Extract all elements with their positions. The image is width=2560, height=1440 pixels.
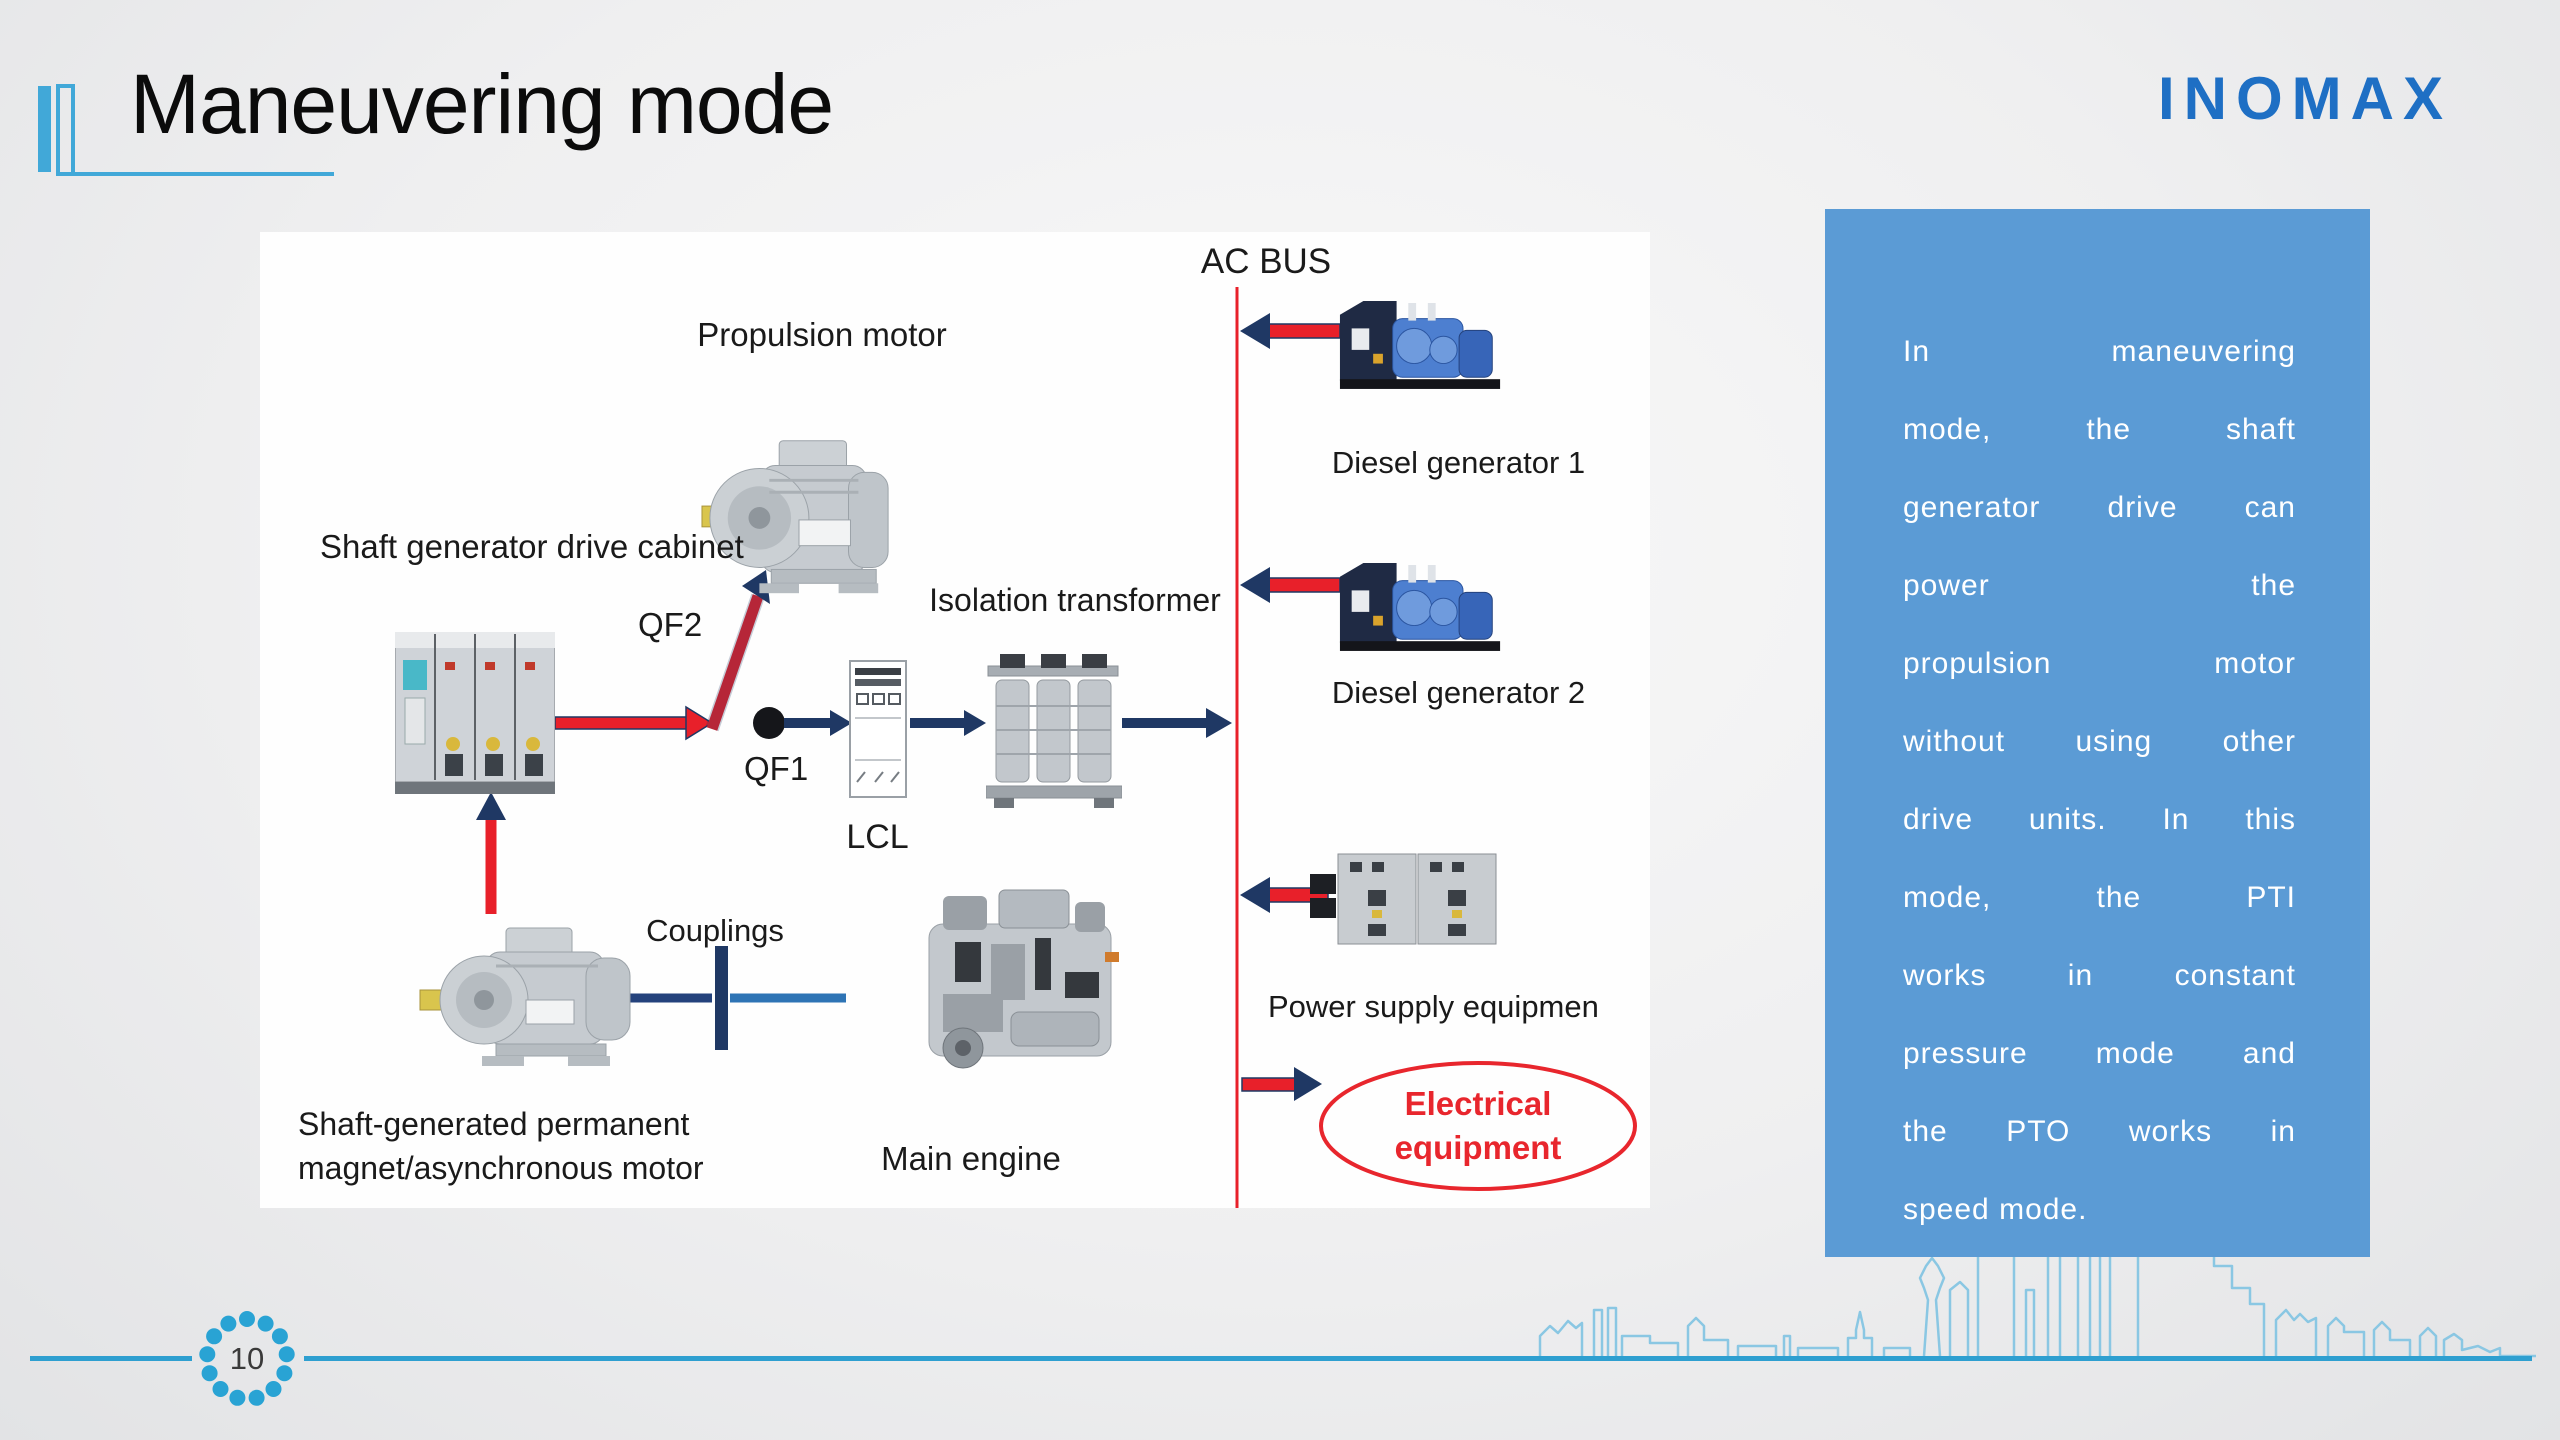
info-line: mode, the PTI [1903, 881, 2296, 914]
info-line: speed mode. [1903, 1193, 2088, 1226]
qf2-label: QF2 [638, 606, 703, 643]
info-line: without using other [1903, 725, 2296, 758]
power-supply-equipment-image [1310, 853, 1497, 945]
lcl-filter-image [849, 660, 907, 798]
system-diagram: AC BUS Propulsion motor Shaft generator … [260, 232, 1650, 1208]
brand-logo: INOMAX [2158, 65, 2452, 132]
propulsion-motor-label: Propulsion motor [697, 316, 947, 353]
main-engine-label: Main engine [881, 1140, 1061, 1177]
lcl-label: LCL [846, 818, 909, 856]
diesel-generator-1-image [1339, 301, 1501, 389]
ac-bus-label: AC BUS [1200, 242, 1332, 281]
info-panel: In maneuvering mode, the shaft generator… [1825, 209, 2370, 1257]
diagram-connectors [476, 287, 1637, 1208]
electrical-equipment-label: Electrical equipment [1394, 1085, 1562, 1166]
qf1-label: QF1 [744, 750, 809, 787]
info-line: the PTO works in [1903, 1115, 2296, 1148]
power-supply-equipment-label: Power supply equipmen [1268, 989, 1599, 1024]
shaft-cabinet-label: Shaft generator drive cabinet [320, 528, 744, 565]
info-line: propulsion motor [1903, 647, 2296, 680]
couplings-label: Couplings [646, 913, 784, 948]
footer-divider-right [304, 1356, 2532, 1361]
main-engine-image [928, 889, 1119, 1069]
page-title: Maneuvering mode [130, 57, 834, 151]
info-line: drive units. In this [1903, 803, 2296, 836]
info-line: power the [1903, 569, 2296, 602]
diesel-generator-2-image [1339, 563, 1501, 651]
diesel-generator-1-label: Diesel generator 1 [1331, 445, 1586, 480]
info-line: mode, the shaft [1903, 413, 2296, 446]
info-line: pressure mode and [1903, 1037, 2296, 1070]
info-line: works in constant [1903, 959, 2296, 992]
info-line: In maneuvering [1903, 335, 2296, 368]
propulsion-motor-image [701, 440, 889, 594]
diesel-generator-2-label: Diesel generator 2 [1331, 675, 1586, 710]
isolation-transformer-image [986, 654, 1122, 808]
footer-divider-left [30, 1356, 192, 1361]
page-number-dots-icon [199, 1311, 295, 1406]
title-accent-bars-icon [38, 84, 334, 176]
shaft-motor-image [419, 927, 631, 1066]
drive-cabinet-image [395, 632, 555, 794]
isolation-transformer-label: Isolation transformer [929, 582, 1221, 618]
info-line: generator drive can [1903, 491, 2296, 524]
page-number: 10 [229, 1341, 265, 1376]
shaft-motor-label: Shaft-generated permanent magnet/asynchr… [298, 1106, 704, 1186]
